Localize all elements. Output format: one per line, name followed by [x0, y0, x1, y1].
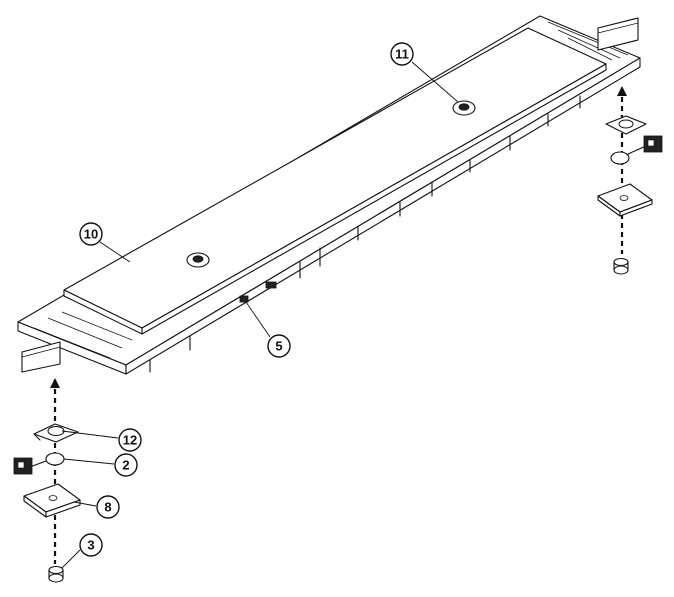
callout-5-label: 5: [275, 339, 282, 354]
right-end-box: [597, 17, 639, 51]
leader-lines: [61, 61, 459, 569]
callout-2-label: 2: [122, 458, 129, 473]
leader-3: [61, 549, 81, 569]
callout-3-label: 3: [87, 538, 94, 553]
weight-cover-plate: [63, 27, 607, 335]
callout-12-label: 12: [123, 433, 137, 448]
leader-2: [63, 458, 115, 465]
leader-10: [99, 241, 131, 263]
leader-12: [61, 430, 119, 439]
right-screw: [613, 257, 629, 275]
callout-8-label: 8: [104, 500, 111, 515]
left-end-box: [21, 341, 61, 373]
right-coupler-bracket: [605, 115, 647, 135]
left-screw: [48, 565, 64, 583]
left-coupler-plate: [23, 483, 81, 518]
callout-2: 2: [114, 453, 138, 477]
leader-5: [245, 301, 271, 338]
callout-11-label: 11: [395, 47, 409, 62]
right-coupler: [610, 135, 663, 165]
underframe-details: [149, 95, 581, 373]
callout-11: 11: [390, 42, 414, 66]
callout-10: 10: [79, 222, 103, 246]
left-stack: [13, 378, 81, 583]
right-coupler-plate: [597, 183, 653, 217]
leader-8: [73, 501, 97, 507]
callout-10-label: 10: [84, 227, 98, 242]
leader-11: [411, 61, 459, 103]
left-coupler: [13, 452, 65, 475]
left-coupler-bracket: [33, 423, 79, 443]
callout-5: 5: [267, 334, 291, 358]
callout-12: 12: [118, 428, 142, 452]
plate-screw-right: [452, 100, 476, 116]
right-stack: [597, 86, 663, 275]
callout-3: 3: [79, 533, 103, 557]
plate-screw-left: [186, 252, 210, 268]
callout-8: 8: [96, 495, 120, 519]
